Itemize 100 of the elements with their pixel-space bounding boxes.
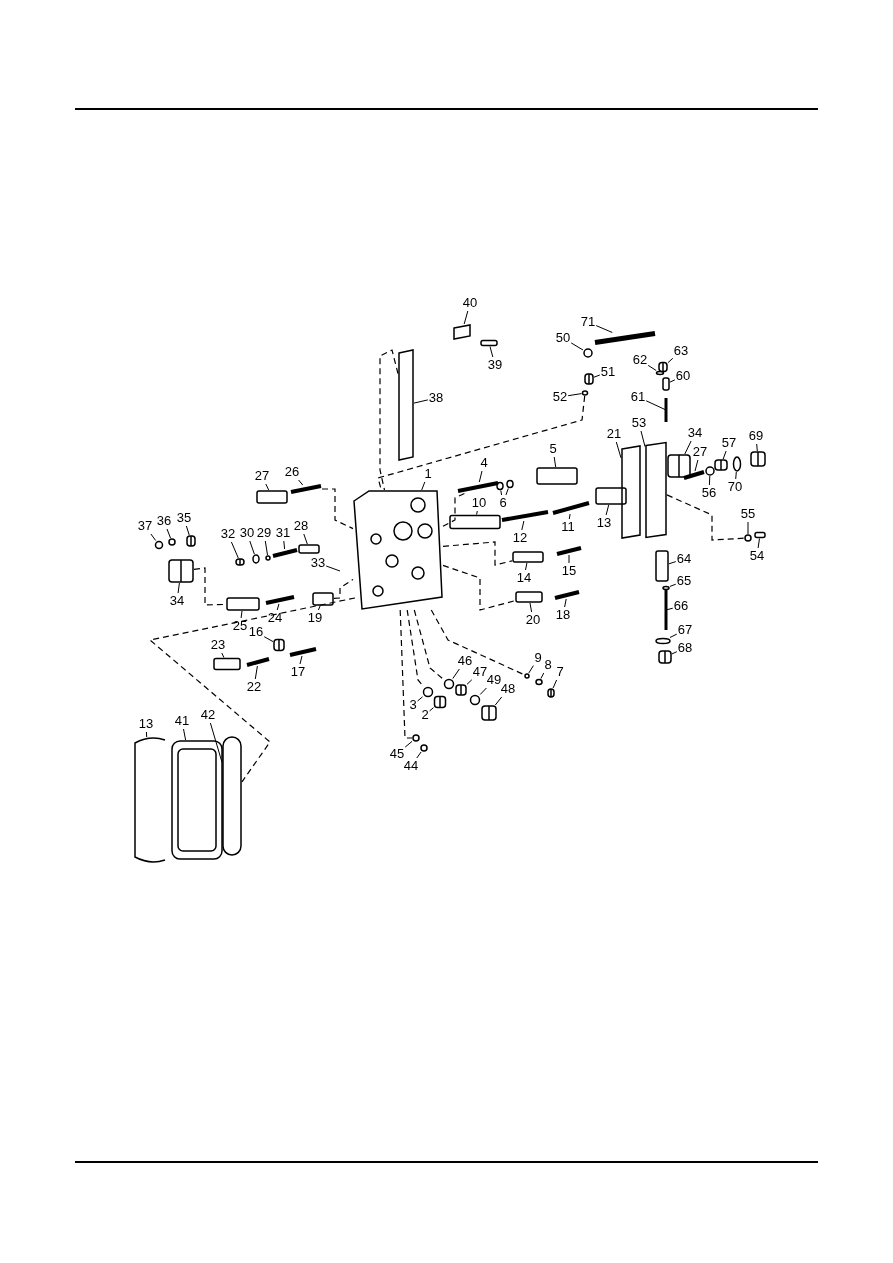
- gasket-drawing: [222, 736, 242, 856]
- plug-drawing: [455, 684, 467, 696]
- callout-number: 23: [210, 638, 226, 652]
- callout-number: 11: [561, 520, 575, 534]
- tube-drawing: [594, 331, 656, 345]
- dashed-assembly-line: [399, 609, 413, 739]
- callout-number: 52: [552, 390, 568, 404]
- spring-drawing: [246, 657, 270, 667]
- plug-drawing: [584, 373, 594, 385]
- callout-number: 53: [631, 416, 647, 430]
- leader-line: [668, 561, 677, 565]
- plate-drawing: [398, 349, 414, 461]
- callout-number: 7: [556, 665, 564, 679]
- leader-line: [605, 504, 610, 516]
- leader-line: [254, 665, 258, 680]
- spool-drawing: [512, 551, 544, 563]
- leader-line: [505, 488, 509, 496]
- leader-line: [299, 655, 303, 665]
- callout-number: 50: [555, 331, 571, 345]
- dashed-assembly-line: [333, 578, 354, 599]
- leader-line: [647, 364, 657, 371]
- spring-drawing: [501, 510, 549, 522]
- leader-line: [757, 538, 760, 549]
- dashed-assembly-line: [148, 597, 356, 783]
- callout-number: 15: [561, 564, 577, 578]
- callout-number: 21: [606, 427, 622, 441]
- leader-line: [525, 562, 528, 571]
- callout-number: 67: [677, 623, 693, 637]
- ring-drawing: [420, 744, 428, 752]
- leader-line: [666, 607, 674, 611]
- callout-number: 34: [687, 426, 703, 440]
- dashed-assembly-line: [442, 541, 513, 566]
- spool-drawing: [595, 487, 627, 505]
- callout-number: 27: [254, 469, 270, 483]
- leader-line: [303, 533, 308, 545]
- callout-number: 4: [480, 456, 488, 470]
- leader-line: [669, 379, 676, 383]
- spring-drawing: [683, 470, 705, 480]
- leader-line: [476, 510, 478, 515]
- spool-drawing: [213, 657, 241, 671]
- dashed-assembly-line: [442, 564, 516, 611]
- callout-number: 13: [138, 717, 154, 731]
- callout-number: 31: [275, 526, 291, 540]
- spool-drawing: [515, 591, 543, 603]
- callout-number: 20: [525, 613, 541, 627]
- gasket-drawing: [134, 737, 166, 863]
- leader-line: [209, 722, 223, 763]
- callout-number: 5: [549, 442, 557, 456]
- callout-number: 47: [472, 665, 488, 679]
- callout-number: 46: [457, 654, 473, 668]
- leader-line: [645, 400, 666, 410]
- callout-number: 25: [232, 619, 248, 633]
- plug-drawing: [750, 451, 766, 467]
- ring-drawing: [581, 390, 589, 396]
- dashed-assembly-line: [430, 609, 525, 676]
- callout-number: 61: [630, 390, 646, 404]
- leader-line: [489, 346, 494, 358]
- ring-drawing: [732, 456, 742, 472]
- callout-number: 54: [749, 549, 765, 563]
- callout-number: 42: [200, 708, 216, 722]
- leader-line: [529, 602, 533, 613]
- spring-drawing: [289, 647, 317, 657]
- ring-drawing: [583, 348, 593, 358]
- callout-number: 35: [176, 511, 192, 525]
- callout-number: 37: [137, 519, 153, 533]
- leader-line: [540, 672, 545, 679]
- callout-number: 16: [248, 625, 264, 639]
- leader-line: [265, 483, 270, 491]
- plug-drawing: [658, 361, 668, 373]
- leader-line: [404, 740, 413, 748]
- rod-drawing: [664, 398, 668, 422]
- callout-number: 34: [169, 594, 185, 608]
- ring-drawing: [265, 555, 271, 561]
- leader-line: [298, 479, 304, 486]
- spool-drawing: [449, 514, 501, 530]
- plug-drawing: [714, 459, 728, 471]
- leader-line: [185, 525, 190, 536]
- plate-drawing: [453, 324, 471, 340]
- leader-line: [669, 583, 677, 587]
- leader-line: [756, 443, 758, 452]
- spool-drawing: [536, 467, 578, 485]
- callout-number: 13: [596, 516, 612, 530]
- leader-line: [671, 651, 678, 655]
- leader-line: [478, 470, 483, 483]
- spring-drawing: [265, 595, 295, 605]
- spool-drawing: [226, 597, 260, 611]
- leader-line: [669, 633, 678, 638]
- dashed-assembly-line: [321, 488, 354, 530]
- callout-number: 27: [692, 445, 708, 459]
- plug-drawing: [658, 650, 672, 664]
- ring-drawing: [168, 538, 176, 546]
- callout-number: 57: [721, 436, 737, 450]
- callout-number: 10: [471, 496, 487, 510]
- callout-number: 55: [740, 507, 756, 521]
- ring-drawing: [662, 585, 670, 591]
- plug-drawing: [186, 535, 196, 547]
- ring-drawing: [655, 637, 671, 645]
- callout-number: 8: [544, 658, 552, 672]
- plug-drawing: [481, 705, 497, 721]
- leader-line: [568, 513, 571, 520]
